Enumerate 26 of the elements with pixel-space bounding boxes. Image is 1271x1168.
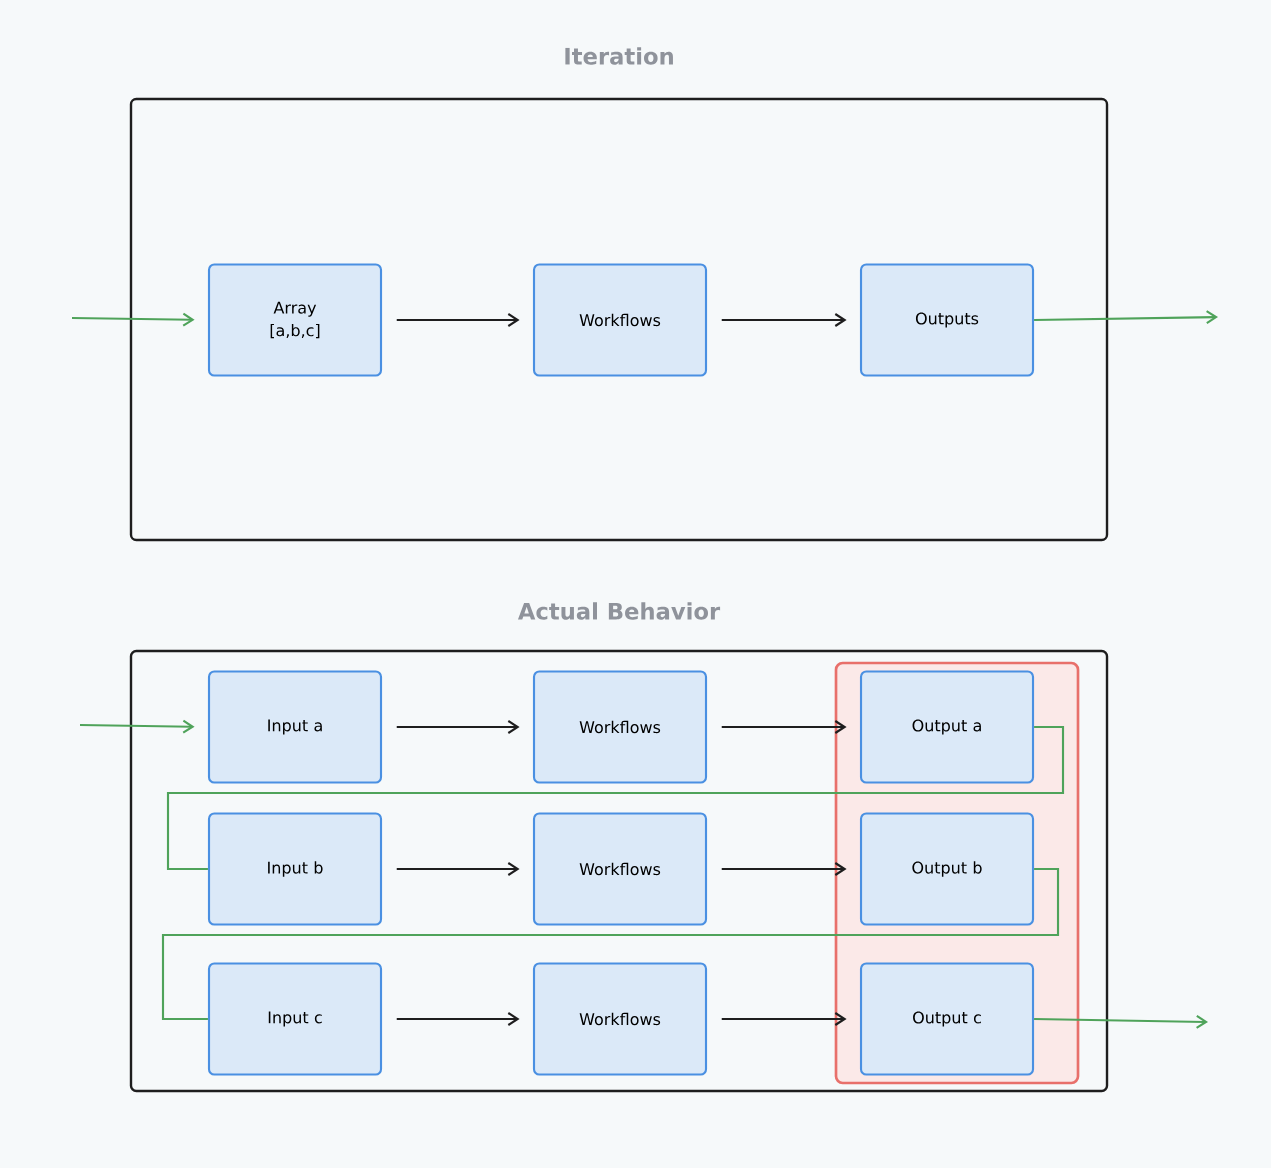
process-box: Input c: [207, 962, 383, 1076]
process-box: Workflows: [532, 263, 708, 377]
process-box: Workflows: [532, 812, 708, 926]
arrow: [721, 313, 847, 327]
arrow: [80, 719, 195, 734]
process-box: Outputs: [859, 263, 1035, 377]
node-label: Actual Behavior: [517, 602, 721, 620]
arrow: [396, 720, 520, 734]
arrow: [1034, 1014, 1208, 1029]
arrow: [396, 313, 520, 327]
process-box: Input a: [207, 670, 383, 784]
process-box: Output c: [859, 962, 1035, 1076]
process-box: Output a: [859, 670, 1035, 784]
node-label: Iteration: [565, 47, 673, 65]
arrow: [721, 1012, 847, 1026]
arrow: [721, 862, 847, 876]
arrow: [396, 1012, 520, 1026]
process-box: Array [a,b,c]: [207, 263, 383, 377]
process-box: Input b: [207, 812, 383, 926]
process-box: Workflows: [532, 670, 708, 784]
arrow: [721, 720, 847, 734]
process-box: Output b: [859, 812, 1035, 926]
arrow: [1034, 310, 1218, 325]
arrow: [396, 862, 520, 876]
arrow: [72, 312, 195, 327]
process-box: Workflows: [532, 962, 708, 1076]
